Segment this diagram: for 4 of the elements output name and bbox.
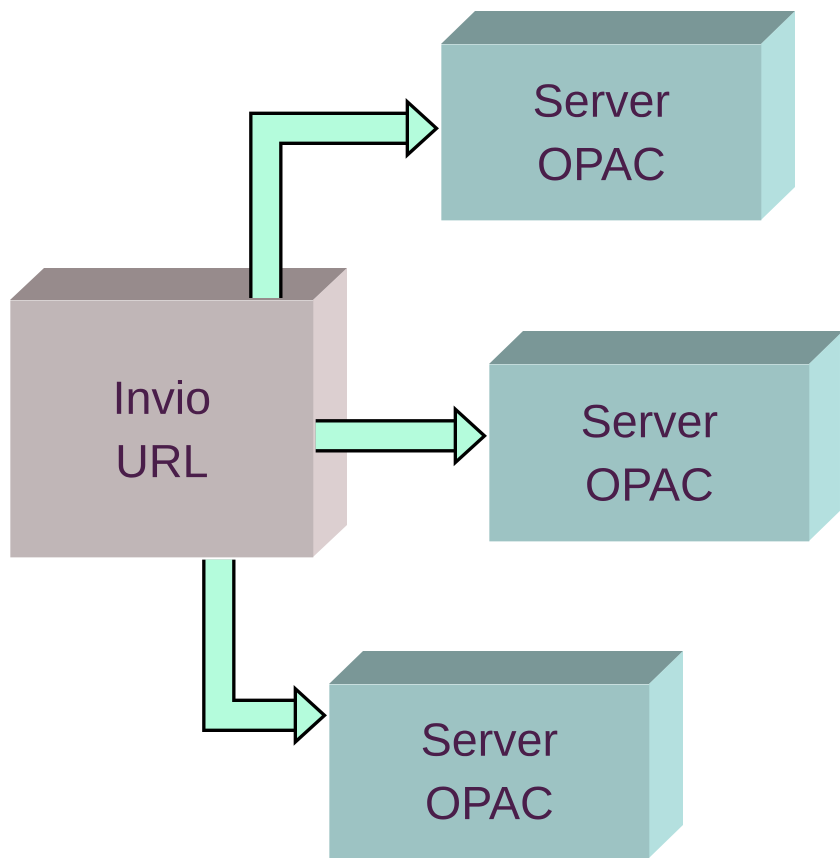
box-3d: Invio URL (10, 268, 347, 558)
box-3d: Server OPAC (329, 651, 683, 858)
box-3d: Server OPAC (441, 11, 795, 220)
box-3d: Server OPAC (489, 331, 840, 542)
